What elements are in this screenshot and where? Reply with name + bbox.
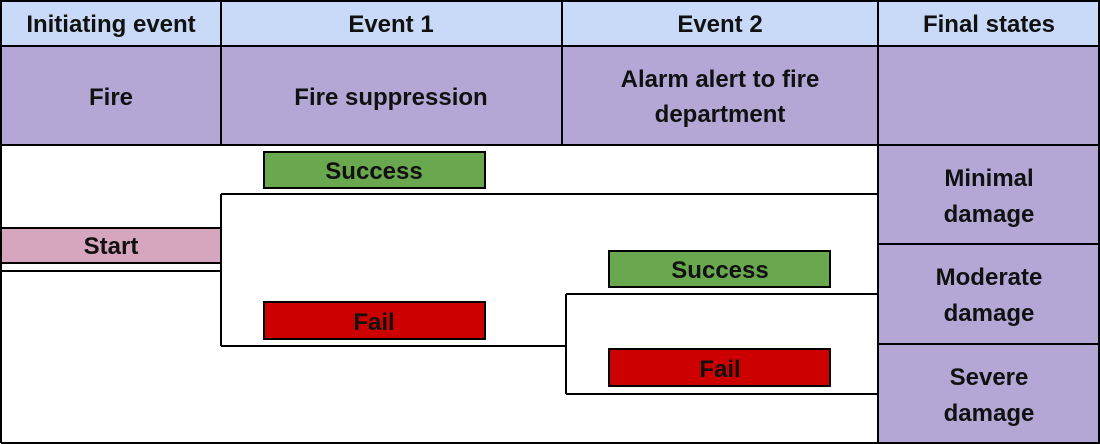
header-final-states: Final states	[923, 11, 1055, 38]
subheader-cell-alarm-alert	[561, 45, 879, 146]
event1-success-label: Success	[325, 158, 422, 185]
final-state-moderate-line2: damage	[944, 300, 1035, 327]
final-state-severe-line1: Severe	[950, 364, 1029, 391]
final-state-minimal-cell	[877, 144, 1100, 245]
header-initiating-event: Initiating event	[26, 11, 195, 38]
subheader-cell-fire-suppression	[220, 45, 563, 146]
subheader-cell-fire	[0, 45, 222, 146]
event2-fail-box	[608, 348, 831, 387]
final-state-minimal-line1: Minimal	[944, 165, 1033, 192]
final-state-minimal-line2: damage	[944, 201, 1035, 228]
header-cell-initiating-event	[0, 0, 222, 47]
header-cell-event1	[220, 0, 563, 47]
header-event1: Event 1	[348, 11, 433, 38]
event1-fail-label: Fail	[353, 309, 394, 336]
subheader-fire: Fire	[89, 84, 133, 111]
event2-success-box	[608, 250, 831, 288]
subheader-fire-suppression: Fire suppression	[294, 84, 487, 111]
final-state-moderate-line1: Moderate	[936, 264, 1043, 291]
final-state-severe-cell	[877, 343, 1100, 444]
subheader-alarm-alert-line1: Alarm alert to fire	[621, 66, 820, 93]
subheader-cell-empty	[877, 45, 1100, 146]
final-state-moderate-cell	[877, 243, 1100, 345]
start-box	[0, 227, 222, 264]
final-state-severe-line2: damage	[944, 400, 1035, 427]
event1-fail-box	[263, 301, 486, 340]
start-label: Start	[84, 233, 139, 260]
event1-success-box	[263, 151, 486, 189]
subheader-alarm-alert-line2: department	[655, 101, 786, 128]
header-event2: Event 2	[677, 11, 762, 38]
event2-success-label: Success	[671, 257, 768, 284]
header-cell-final-states	[877, 0, 1100, 47]
event2-fail-label: Fail	[699, 356, 740, 383]
